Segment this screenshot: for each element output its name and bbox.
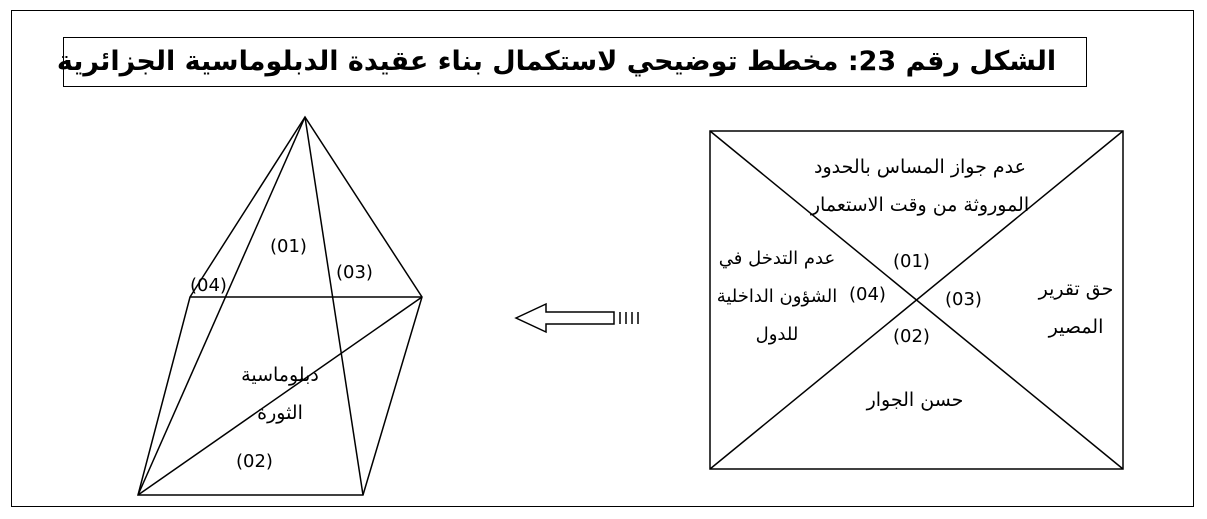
pyramid-number-04: (04) [190, 275, 227, 296]
principle-top: عدم جواز المساس بالحدود الموروثة من وقت … [810, 156, 1030, 216]
principles-box-outline [709, 130, 1124, 470]
pyramid-number-01: (01) [270, 236, 307, 257]
principle-number-01: (01) [893, 251, 930, 272]
pyramid-edge-center [304, 116, 364, 496]
pyramid-number-02: (02) [236, 451, 273, 472]
figure-title: الشكل رقم 23: مخطط توضيحي لاستكمال بناء … [56, 46, 1057, 77]
pyramid-base-diagonal [137, 296, 423, 496]
principles-box-diagonal-2 [709, 130, 1124, 470]
pyramid-outline [137, 115, 423, 496]
figure-frame [11, 10, 1194, 507]
principles-box [709, 130, 1124, 470]
principle-number-03: (03) [945, 289, 982, 310]
principle-left: عدم التدخل في الشؤون الداخلية للدول [716, 248, 838, 345]
principle-number-02: (02) [893, 326, 930, 347]
pyramid-edge-left [137, 116, 306, 496]
pyramid [137, 115, 423, 496]
title-box [63, 37, 1087, 87]
arrow-left-icon [514, 302, 639, 334]
principle-bottom: حسن الجوار [866, 389, 964, 411]
pyramid-number-03: (03) [336, 262, 373, 283]
principle-right: حق تقرير المصير [1038, 278, 1114, 338]
principle-number-04: (04) [849, 284, 886, 305]
pyramid-base-label: دبلوماسية الثورة [241, 364, 319, 424]
